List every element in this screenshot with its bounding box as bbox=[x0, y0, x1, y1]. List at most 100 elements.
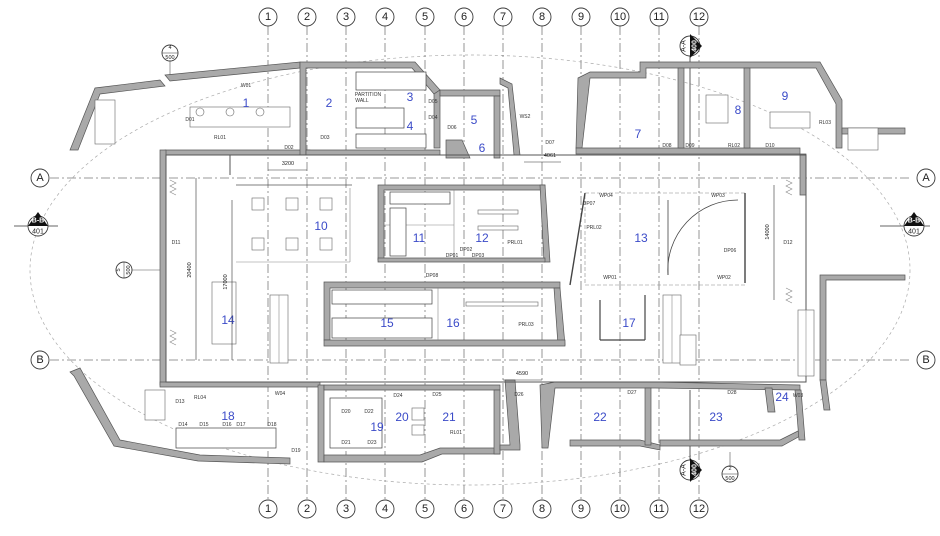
tag: D09 bbox=[685, 143, 694, 149]
tag: D05 bbox=[428, 99, 437, 105]
room-number: 2 bbox=[326, 96, 333, 110]
tag: D04 bbox=[428, 115, 437, 121]
tag: D13 bbox=[175, 399, 184, 405]
tag: DP02 bbox=[460, 247, 473, 253]
elevation-sheet: 500 bbox=[126, 265, 132, 274]
tag: RL01 bbox=[214, 135, 226, 141]
building-walls bbox=[69, 61, 906, 465]
tag: W03 bbox=[793, 393, 804, 399]
tag: PRL02 bbox=[586, 225, 602, 231]
grid-bubbles-top: 1 2 3 4 5 6 7 8 9 10 11 12 bbox=[258, 7, 709, 27]
section-marker-bb-left: B-B 401 bbox=[14, 212, 58, 237]
grid-label: 4 bbox=[382, 503, 388, 515]
tag: WP01 bbox=[603, 275, 617, 281]
tag: RL02 bbox=[728, 143, 740, 149]
grid-label: B bbox=[922, 354, 929, 366]
tag: RL01 bbox=[450, 430, 462, 436]
tag: DP08 bbox=[426, 273, 439, 279]
tag: WP04 bbox=[599, 193, 613, 199]
grid-label: 11 bbox=[653, 11, 664, 23]
tag: D17 bbox=[236, 422, 245, 428]
tag: D03 bbox=[320, 135, 329, 141]
grid-label: 2 bbox=[304, 11, 310, 23]
grid-label: 9 bbox=[578, 503, 584, 515]
dimension-text: 4590 bbox=[516, 371, 528, 377]
elevation-marker-bottom: 2 500 bbox=[721, 452, 739, 483]
room-number: 5 bbox=[471, 113, 478, 127]
interior-walls bbox=[165, 154, 807, 383]
annotations: PARTITION WALL W01 D01 RL01 D02 D03 D04 … bbox=[172, 83, 832, 454]
tag: D07 bbox=[545, 140, 554, 146]
section-label: A-A bbox=[681, 464, 688, 476]
room-number: 10 bbox=[314, 219, 328, 233]
tag: D20 bbox=[341, 409, 350, 415]
grid-label: B bbox=[36, 354, 43, 366]
section-label: A-A bbox=[681, 40, 688, 52]
room-number: 1 bbox=[243, 96, 250, 110]
grid-label: 8 bbox=[539, 503, 545, 515]
grid-label: A bbox=[36, 172, 44, 184]
tag: D22 bbox=[364, 409, 373, 415]
room-number: 9 bbox=[782, 89, 789, 103]
tag: W01 bbox=[241, 83, 252, 89]
grid-label: 6 bbox=[461, 503, 467, 515]
grid-label: 5 bbox=[422, 11, 428, 23]
grid-label: 8 bbox=[539, 11, 545, 23]
section-label: B-B bbox=[908, 218, 920, 225]
tag: D12 bbox=[783, 240, 792, 246]
tag: RL04 bbox=[194, 395, 206, 401]
room-number: 15 bbox=[380, 316, 394, 330]
tag: D10 bbox=[765, 143, 774, 149]
grid-label: 7 bbox=[500, 503, 506, 515]
room-number: 22 bbox=[593, 410, 607, 424]
dimension-text: 20400 bbox=[187, 262, 193, 277]
grid-label: 1 bbox=[265, 11, 271, 23]
tag: DP03 bbox=[472, 253, 485, 259]
tag: D16 bbox=[222, 422, 231, 428]
elevation-sheet: 500 bbox=[725, 476, 734, 482]
tag: D28 bbox=[727, 390, 736, 396]
room-number: 7 bbox=[635, 127, 642, 141]
elevation-marker-left: 5 500 bbox=[115, 261, 165, 279]
tag: D19 bbox=[291, 448, 300, 454]
grid-label: 2 bbox=[304, 503, 310, 515]
tag: D01 bbox=[185, 117, 194, 123]
grid-label: 7 bbox=[500, 11, 506, 23]
tag: D21 bbox=[341, 440, 350, 446]
tag: WP03 bbox=[711, 193, 725, 199]
grid-label: 4 bbox=[382, 11, 388, 23]
tag: D27 bbox=[627, 390, 636, 396]
elevation-sheet: 500 bbox=[165, 55, 174, 61]
elevation-num: 5 bbox=[116, 268, 122, 271]
tag: DP01 bbox=[446, 253, 459, 259]
grid-label: 3 bbox=[343, 11, 349, 23]
room-number: 6 bbox=[479, 141, 486, 155]
partition-label: PARTITION bbox=[355, 92, 382, 98]
tag: PRL03 bbox=[518, 322, 534, 328]
room-number: 18 bbox=[221, 409, 235, 423]
grid-bubbles-bottom: 1 2 3 4 5 6 7 8 9 10 11 12 bbox=[258, 499, 709, 519]
site-outline bbox=[29, 54, 911, 486]
elevation-marker-top: 4 500 bbox=[161, 44, 179, 75]
section-sheet: 400 bbox=[692, 40, 699, 52]
tag: D23 bbox=[367, 440, 376, 446]
tag: DP06 bbox=[724, 248, 737, 254]
dimensions: 3200 4061 4590 20400 17000 14000 bbox=[187, 153, 775, 381]
room-number: 19 bbox=[370, 420, 384, 434]
grid-label: 12 bbox=[693, 11, 705, 23]
room-number: 4 bbox=[407, 119, 414, 133]
tag: D18 bbox=[267, 422, 276, 428]
tag: D14 bbox=[178, 422, 187, 428]
tag: PRL01 bbox=[507, 240, 523, 246]
section-label: B-B bbox=[32, 218, 44, 225]
room-number: 11 bbox=[413, 231, 426, 245]
tag: D02 bbox=[284, 145, 293, 151]
section-sheet: 401 bbox=[32, 229, 44, 236]
dimension-text: 3200 bbox=[282, 161, 294, 167]
room-number: 21 bbox=[442, 410, 456, 424]
tag: D15 bbox=[199, 422, 208, 428]
dimension-text: 17000 bbox=[223, 274, 229, 289]
section-sheet: 400 bbox=[692, 464, 699, 476]
tag: DP07 bbox=[583, 201, 596, 207]
